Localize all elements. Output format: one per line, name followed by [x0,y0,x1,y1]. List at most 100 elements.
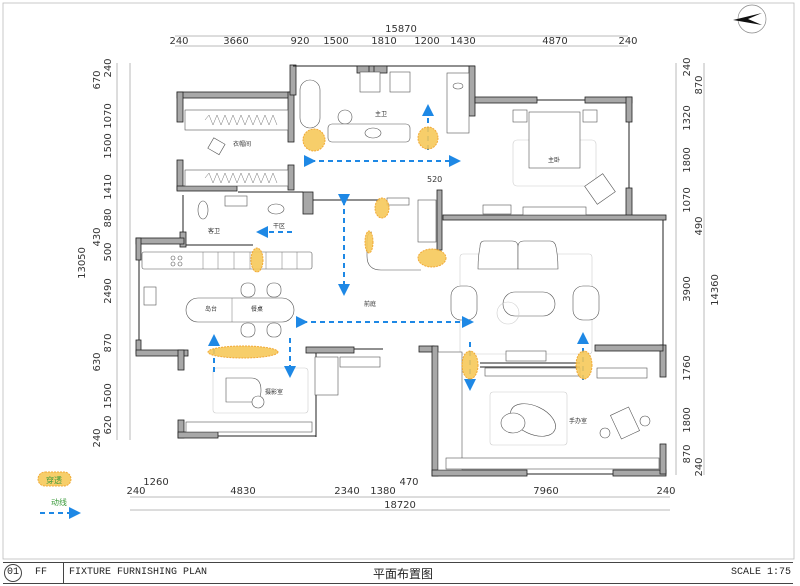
dining-chair [266,282,282,298]
room-label-master-bedroom: 主卧 [548,156,560,164]
penetration-marker [250,247,264,273]
lounge-chair [610,406,640,440]
dimension-label: 1260 [143,477,168,488]
room-label-foyer: 前庭 [364,300,376,308]
dimension-label: 1200 [414,36,439,47]
dimension-label: 240 [103,58,114,77]
sink [267,203,285,215]
sofa [477,240,519,270]
title-divider [63,563,64,583]
dining-chair [266,322,282,338]
toilet [197,200,209,220]
dimension-label: 670 [92,70,103,89]
room-label-island: 岛台 [205,305,217,313]
dimension-label: 7960 [533,486,558,497]
legend-flow-label: 动线 [51,497,67,507]
penetration-marker [461,350,479,380]
dryer [389,71,411,93]
room-label-dry-zone: 干区 [273,223,285,230]
sheet-frame [2,2,795,560]
dimension-label: 4830 [230,486,255,497]
armchair [450,285,478,321]
furniture [141,71,660,471]
coffee-table [502,291,556,317]
dimension-label: 1070 [103,103,114,128]
dimension-label: 630 [92,352,103,371]
dimension-label: 240 [92,428,103,447]
dimension-label: 3660 [223,36,248,47]
dimension-label: 1810 [371,36,396,47]
dimension-label: 1380 [370,486,395,497]
dimension-label: 1800 [682,407,693,432]
dimension-label: 4870 [542,36,567,47]
dimension-label: 240 [694,457,705,476]
dimension-label: 240 [169,36,188,47]
wardrobe [184,169,289,187]
room-label-figure-room: 手办室 [569,417,587,425]
sink [364,127,382,139]
drawing-title-cn: 平面布置图 [373,567,434,581]
legend-penetration-swatch [37,471,72,487]
nightstand [582,109,598,123]
dimension-label: 430 [92,227,103,246]
penetration-highlights [207,126,593,380]
dimension-label: 2490 [103,278,114,303]
dimension-label: 1500 [323,36,348,47]
display-shelf [484,367,581,377]
penetration-marker [364,230,374,254]
lounge-chair [584,173,616,205]
nightstand [512,109,528,123]
dimension-label: 500 [103,242,114,261]
dimension-lines [116,35,705,511]
dimension-label: 2340 [334,486,359,497]
island-dining-table [185,297,295,323]
penetration-marker [575,350,593,380]
dimension-label: 490 [694,216,705,235]
bathtub [299,79,321,129]
penetration-marker [417,126,439,150]
dimension-label: 870 [103,333,114,352]
dimension-label: 870 [694,75,705,94]
sofa [517,240,559,270]
bed [528,111,581,169]
dimension-label: 870 [682,444,693,463]
dimension-label: 13050 [77,247,88,279]
kitchen-counter [141,251,313,270]
room-label-master-bath: 主卫 [375,110,387,118]
north-arrow-icon [733,4,767,34]
drawing-title-en: FIXTURE FURNISHING PLAN [69,567,208,578]
dimension-label: 1500 [103,133,114,158]
dimension-label: 620 [103,415,114,434]
drawing-number: 01 [4,564,22,582]
penetration-marker [302,128,326,152]
drawing-scale: SCALE 1:75 [731,567,792,578]
dimension-label: 920 [290,36,309,47]
legend-penetration-label: 穿透 [46,475,62,485]
dimension-label: 1320 [682,105,693,130]
penetration-marker [207,345,279,359]
dimension-label: 1430 [450,36,475,47]
display-shelf [596,367,648,379]
toilet [452,82,464,90]
closet-chair [207,137,226,156]
display-shelf [445,457,660,470]
wardrobe [184,109,289,131]
dimension-label: 1800 [682,147,693,172]
dimension-label: 3900 [682,276,693,301]
washer [359,71,381,93]
armchair [572,285,600,321]
dimension-label: 1760 [682,355,693,380]
dimension-label: 1070 [682,187,693,212]
door-dimension-note: 520 [427,175,442,184]
dimension-label: 240 [126,486,145,497]
legend: 穿透 动线 [37,471,81,519]
walls [135,64,667,477]
dining-chair [240,322,256,338]
dimension-label: 1410 [103,174,114,199]
penetration-marker [374,197,390,219]
dimension-label: 880 [103,208,114,227]
drawing-code: FF [35,567,48,578]
room-labels: 衣帽间 主卫 主卧 客卫 干区 岛台 餐桌 前庭 摄影室 手办室 520 [205,110,587,425]
